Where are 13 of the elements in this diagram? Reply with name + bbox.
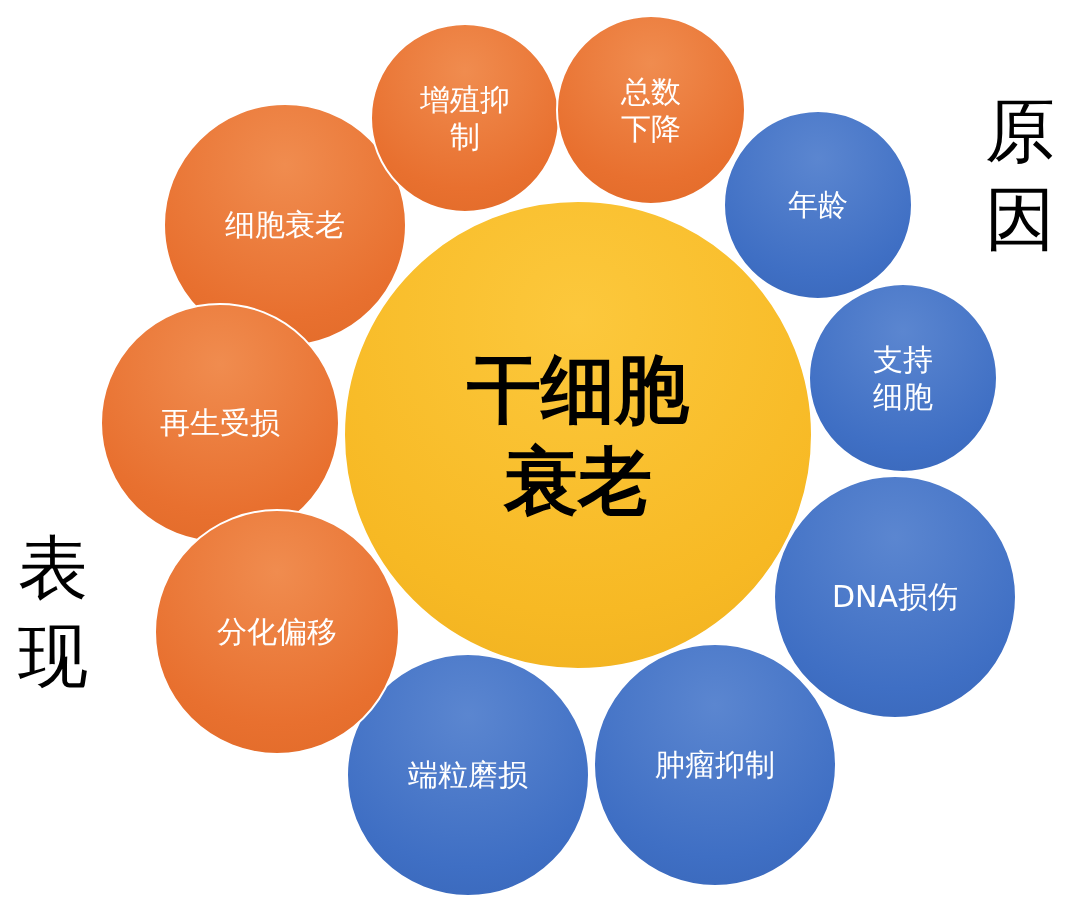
circle-label: 端粒磨损 <box>407 756 529 794</box>
circle-label: DNA损伤 <box>830 578 960 616</box>
circle-label: 干细胞衰老 <box>466 344 690 526</box>
circle-label: 增殖抑制 <box>419 80 511 156</box>
circle-label: 再生受损 <box>159 404 281 442</box>
circle-label: 肿瘤抑制 <box>654 746 776 784</box>
circle-label: 支持细胞 <box>872 340 934 416</box>
circle-label: 年龄 <box>787 186 849 224</box>
circle-label: 总数下降 <box>620 72 682 148</box>
group-heading: 原因 <box>985 89 1056 262</box>
group-heading: 表现 <box>18 526 89 699</box>
circle-label: 分化偏移 <box>216 613 338 651</box>
circle-label: 细胞衰老 <box>224 206 346 244</box>
